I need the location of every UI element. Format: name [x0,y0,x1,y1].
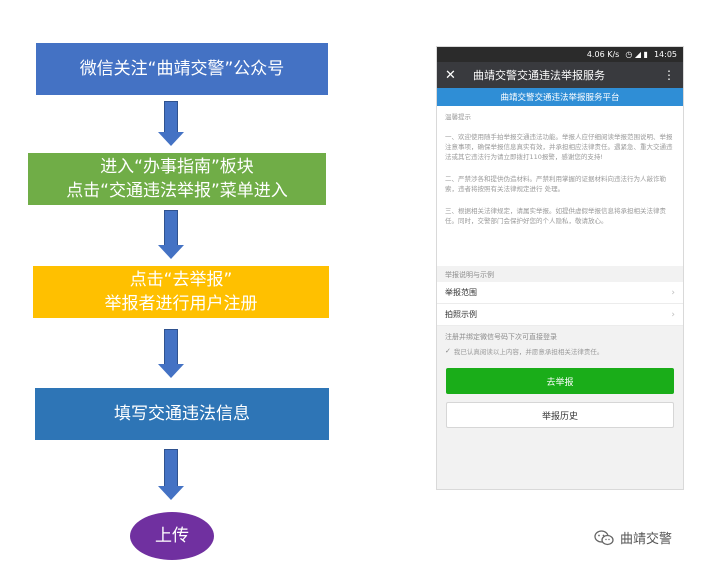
flow-step-follow-text: 微信关注“曲靖交警”公众号 [79,59,285,79]
flow-arrow-down-icon [158,449,184,501]
register-note: 注册并绑定微信号码下次可直接登录 [445,333,557,341]
watermark-text: 曲靖交警 [620,532,673,547]
flow-step-enter-guide-line1: 进入“办事指南”板块 [100,157,254,177]
notice-paragraph-2: 二、严禁涉各和提供伪造材料。严禁利用掌握的证据材料向违法行为人敲诈勒索，违者将按… [445,175,666,193]
flow-step-fill-info: 填写交通违法信息 [35,388,329,440]
close-icon[interactable]: ✕ [445,67,456,83]
flow-step-enter-guide: 进入“办事指南”板块 点击“交通违法举报”菜单进入 [28,153,326,205]
title-bar: ✕ 曲靖交警交通违法举报服务 ⋮ [437,62,683,88]
notice-panel: 温馨提示 一、欢迎使用随手拍举报交通违法功能。举报人应仔细阅读举报范围说明、举报… [437,106,683,266]
chevron-right-icon: › [671,309,675,320]
chevron-right-icon: › [671,287,675,298]
more-icon[interactable]: ⋮ [663,68,675,82]
flow-step-follow: 微信关注“曲靖交警”公众号 [36,43,328,95]
signal-battery-icon: ◷ ◢ ▮ [625,50,648,59]
list-item-label: 拍照示例 [445,310,477,319]
flow-arrow-down-icon [158,101,184,147]
page-title: 曲靖交警交通违法举报服务 [473,69,605,82]
flow-step-register-line2: 举报者进行用户注册 [104,294,258,314]
notice-heading: 温馨提示 [445,113,471,121]
status-time: 14:05 [653,50,677,59]
flow-arrow-down-icon [158,210,184,260]
notice-paragraph-1: 一、欢迎使用随手拍举报交通违法功能。举报人应仔细阅读举报范围说明、举报注意事项，… [445,133,673,161]
flow-step-upload: 上传 [130,512,214,560]
report-history-button[interactable]: 举报历史 [446,402,674,428]
agreement-checkbox[interactable]: ✓ 我已认真阅读以上内容，并愿意承担相关法律责任。 [437,344,683,364]
flow-step-register-line1: 点击“去举报” [129,270,233,290]
platform-banner: 曲靖交警交通违法举报服务平台 [437,88,683,106]
flow-step-register: 点击“去举报” 举报者进行用户注册 [33,266,329,318]
wechat-icon [594,529,614,545]
list-item-label: 举报范围 [445,288,477,297]
network-speed: 4.06 K/s [586,50,620,59]
flow-step-fill-info-text: 填写交通违法信息 [114,404,250,424]
go-report-button[interactable]: 去举报 [446,368,674,394]
section-title: 举报说明与示例 [445,271,494,279]
checkbox-check-icon[interactable]: ✓ [445,347,451,355]
status-bar: 4.06 K/s ◷ ◢ ▮ 14:05 [437,47,683,62]
list-item-photo-example[interactable]: 拍照示例 › [437,304,683,326]
agreement-text: 我已认真阅读以上内容，并愿意承担相关法律责任。 [453,348,604,356]
flow-arrow-down-icon [158,329,184,379]
notice-paragraph-3: 三、根据相关法律规定，请属实举报。如提供虚假举报信息将承担相关法律责任。同时，交… [445,207,666,225]
list-item-report-scope[interactable]: 举报范围 › [437,282,683,304]
phone-screenshot: 4.06 K/s ◷ ◢ ▮ 14:05 ✕ 曲靖交警交通违法举报服务 ⋮ 曲靖… [436,46,684,490]
flow-step-upload-text: 上传 [155,526,189,546]
flow-step-enter-guide-line2: 点击“交通违法举报”菜单进入 [66,181,288,201]
watermark: 曲靖交警 [594,528,672,547]
